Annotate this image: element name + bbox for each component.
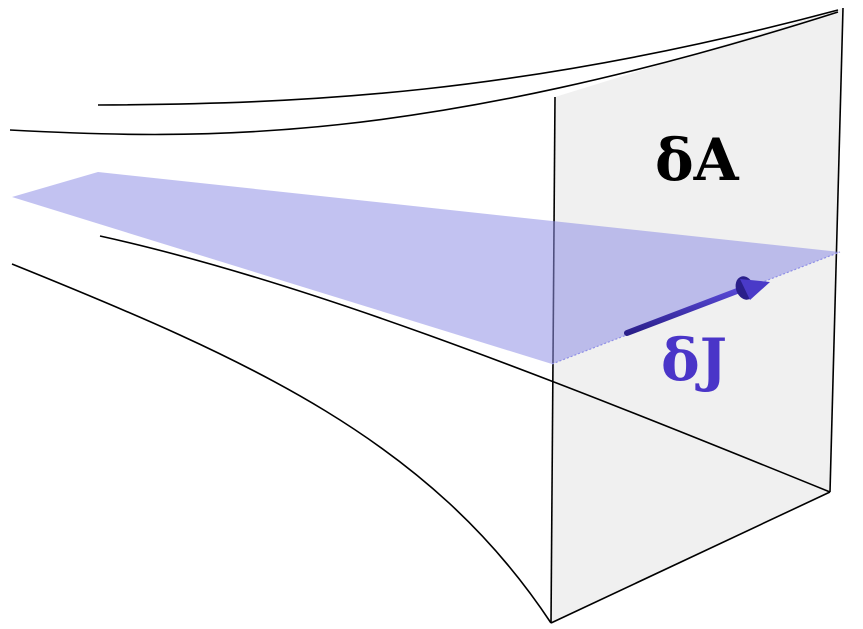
current-sheet-edge <box>551 251 841 365</box>
plane-edge-bottom <box>550 491 831 624</box>
current-label: δJ <box>661 326 727 394</box>
cross-section-plane <box>551 8 843 623</box>
plane-edge-right <box>829 7 844 493</box>
tube-bottom-curve-outer <box>11 263 552 624</box>
tube-top-curve-lower <box>9 11 839 136</box>
current-sheet <box>12 172 840 364</box>
area-label: δA <box>655 126 740 194</box>
tube-bottom-curve-inner <box>99 235 831 493</box>
current-vector-arrow <box>624 276 770 336</box>
tube-top-curve-upper <box>97 9 839 106</box>
